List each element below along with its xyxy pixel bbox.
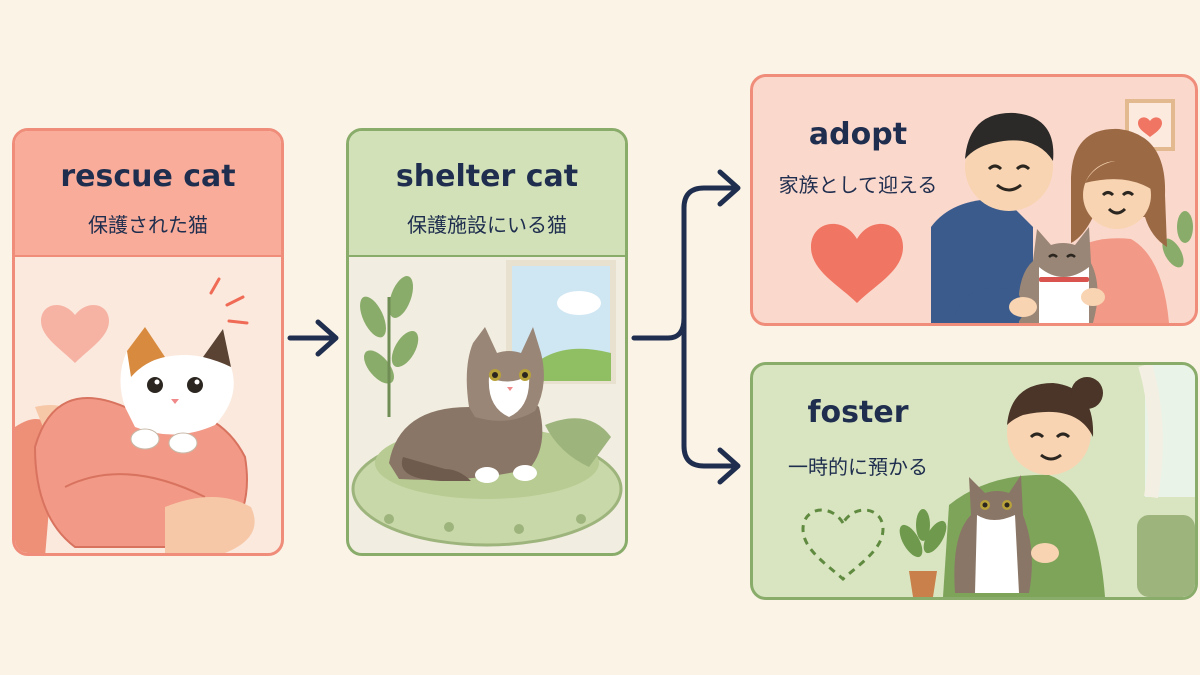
arrow-shelter-split: [631, 169, 741, 341]
stage-subtitle: 保護施設にいる猫: [407, 213, 567, 237]
heart-icon: [41, 304, 109, 363]
stage-title: foster: [807, 395, 909, 430]
stage-subtitle: 保護された猫: [88, 213, 208, 237]
kitten-in-blanket-illustration: [15, 277, 255, 553]
stage-title: adopt: [808, 117, 908, 152]
family-adopting-illustration: [811, 99, 1193, 323]
stage-card-rescue: rescue cat 保護された猫: [12, 128, 284, 556]
arrow-rescue-to-shelter: [287, 319, 339, 357]
stage-card-foster: foster 一時的に預かる: [750, 362, 1198, 600]
stage-title: rescue cat: [60, 159, 236, 194]
stage-card-shelter: shelter cat 保護施設にいる猫: [346, 128, 628, 556]
stage-subtitle: 一時的に預かる: [788, 455, 928, 479]
heart-dashed-icon: [801, 508, 885, 582]
stage-card-adopt: adopt 家族として迎える: [750, 74, 1198, 326]
cat-on-bed-illustration: [351, 260, 623, 547]
arrow-to-foster: [681, 315, 741, 485]
plant: [360, 276, 419, 384]
person-fostering-illustration: [801, 365, 1195, 597]
heart-icon: [811, 223, 903, 303]
stage-subtitle: 家族として迎える: [778, 173, 938, 197]
stage-title: shelter cat: [395, 159, 579, 194]
card-header: shelter cat 保護施設にいる猫: [349, 131, 625, 257]
card-header: rescue cat 保護された猫: [15, 131, 281, 257]
